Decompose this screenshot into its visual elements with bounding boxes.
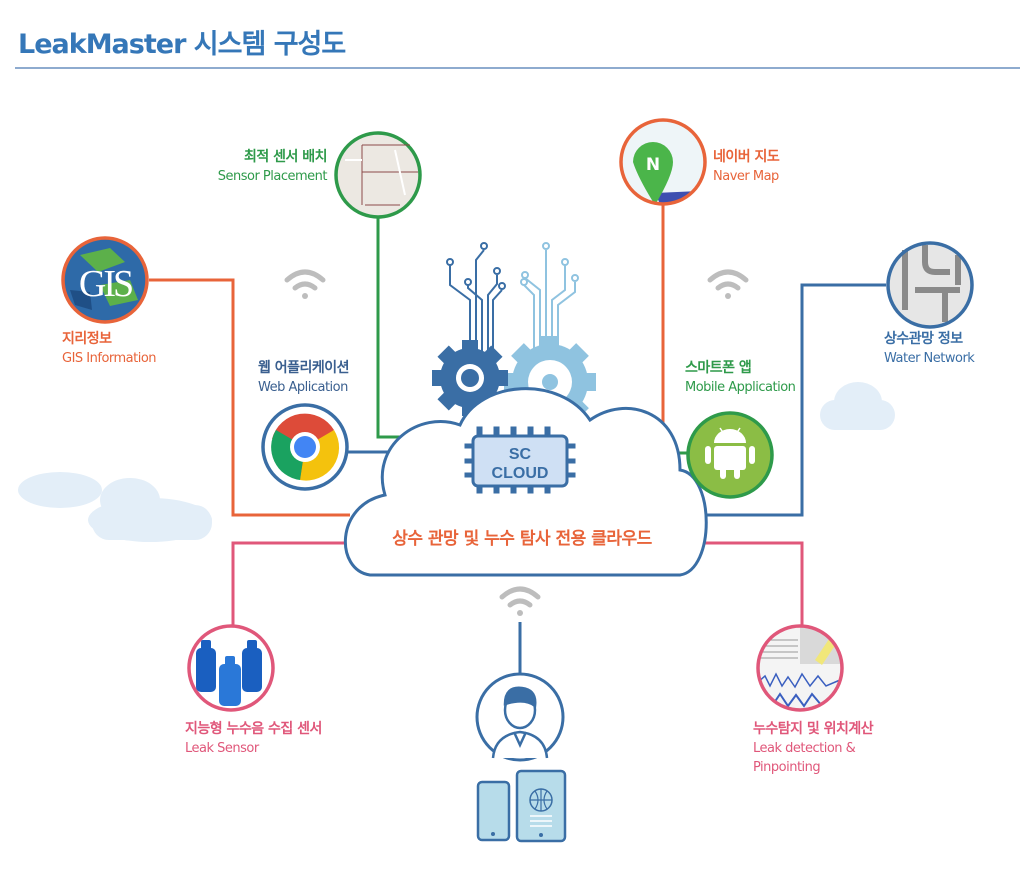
wifi-icon xyxy=(499,586,541,616)
web-app-label: 웹 어플리케이션 Web Aplication xyxy=(258,359,350,397)
naver-map-icon xyxy=(633,142,673,205)
naver-map-ko: 네이버 지도 xyxy=(713,149,780,165)
user-node[interactable] xyxy=(475,672,565,762)
water-network-en: Water Network xyxy=(884,351,975,366)
mobile-app-ko: 스마트폰 앱 xyxy=(685,360,752,376)
web-app-ko: 웹 어플리케이션 xyxy=(258,360,350,376)
user-avatar-icon xyxy=(491,686,549,759)
wifi-icon xyxy=(284,269,326,299)
sensor-placement-node[interactable] xyxy=(334,131,422,219)
gis-label: 지리정보 GIS Information xyxy=(62,330,157,368)
leak-sensor-en: Leak Sensor xyxy=(185,741,259,756)
naver-map-label: 네이버 지도 Naver Map xyxy=(713,148,780,186)
water-network-label: 상수관망 정보 Water Network xyxy=(884,330,975,368)
line-leak-detection xyxy=(690,541,804,625)
leak-detection-en-2: Pinpointing xyxy=(753,760,821,775)
naver-icon-letter: N xyxy=(646,155,660,175)
tablet-globe-icon xyxy=(515,769,567,843)
mobile-app-label: 스마트폰 앱 Mobile Application xyxy=(685,359,796,397)
decor-cloud-left xyxy=(18,472,212,542)
naver-map-node[interactable]: N xyxy=(619,118,720,212)
chip-label-line1: SC xyxy=(509,446,532,463)
gis-node[interactable]: GIS xyxy=(61,236,149,324)
wifi-icon xyxy=(707,269,749,299)
gis-icon-text: GIS xyxy=(79,263,132,305)
title-divider xyxy=(15,67,1020,69)
phone-icon xyxy=(476,780,511,842)
gis-globe-icon xyxy=(70,248,138,310)
leak-detection-node[interactable] xyxy=(756,624,845,712)
page-title: LeakMaster 시스템 구성도 xyxy=(18,29,346,60)
sensor-placement-en: Sensor Placement xyxy=(217,169,328,184)
chip-label-line2: CLOUD xyxy=(492,465,549,482)
leak-detection-ko: 누수탐지 및 위치계산 xyxy=(753,721,874,737)
cloud-caption: 상수 관망 및 누수 탐사 전용 클라우드 xyxy=(392,529,652,549)
map-thumbnail-icon xyxy=(345,144,418,206)
leak-sensor-node[interactable] xyxy=(187,624,275,712)
leak-sensor-ko: 지능형 누수음 수집 센서 xyxy=(185,721,322,737)
android-icon xyxy=(705,427,755,479)
naver-map-en: Naver Map xyxy=(713,169,779,184)
sc-cloud-chip xyxy=(464,426,576,494)
decor-cloud-right xyxy=(820,382,895,430)
mobile-app-node[interactable] xyxy=(686,411,774,499)
pipes-icon xyxy=(902,245,961,322)
leak-detection-label: 누수탐지 및 위치계산 Leak detection & Pinpointing xyxy=(753,720,874,777)
gis-en: GIS Information xyxy=(62,351,157,366)
water-network-node[interactable] xyxy=(886,241,974,329)
water-network-ko: 상수관망 정보 xyxy=(884,331,963,347)
line-gis xyxy=(149,278,350,517)
sensor-placement-ko: 최적 센서 배치 xyxy=(243,149,328,165)
line-leak-sensor xyxy=(231,541,345,625)
sensor-placement-label: 최적 센서 배치 Sensor Placement xyxy=(217,148,328,186)
web-app-en: Web Aplication xyxy=(258,380,348,395)
web-app-node[interactable] xyxy=(261,403,349,491)
line-naver-map xyxy=(630,205,665,439)
gis-ko: 지리정보 xyxy=(62,331,112,347)
mobile-app-en: Mobile Application xyxy=(685,380,796,395)
chrome-icon xyxy=(271,413,340,481)
line-water-network xyxy=(690,283,886,517)
sensor-cylinders-icon xyxy=(196,640,262,706)
leak-sensor-label: 지능형 누수음 수집 센서 Leak Sensor xyxy=(185,720,322,758)
line-sensor-placement xyxy=(376,218,415,439)
leak-detection-en-1: Leak detection & xyxy=(753,741,856,756)
